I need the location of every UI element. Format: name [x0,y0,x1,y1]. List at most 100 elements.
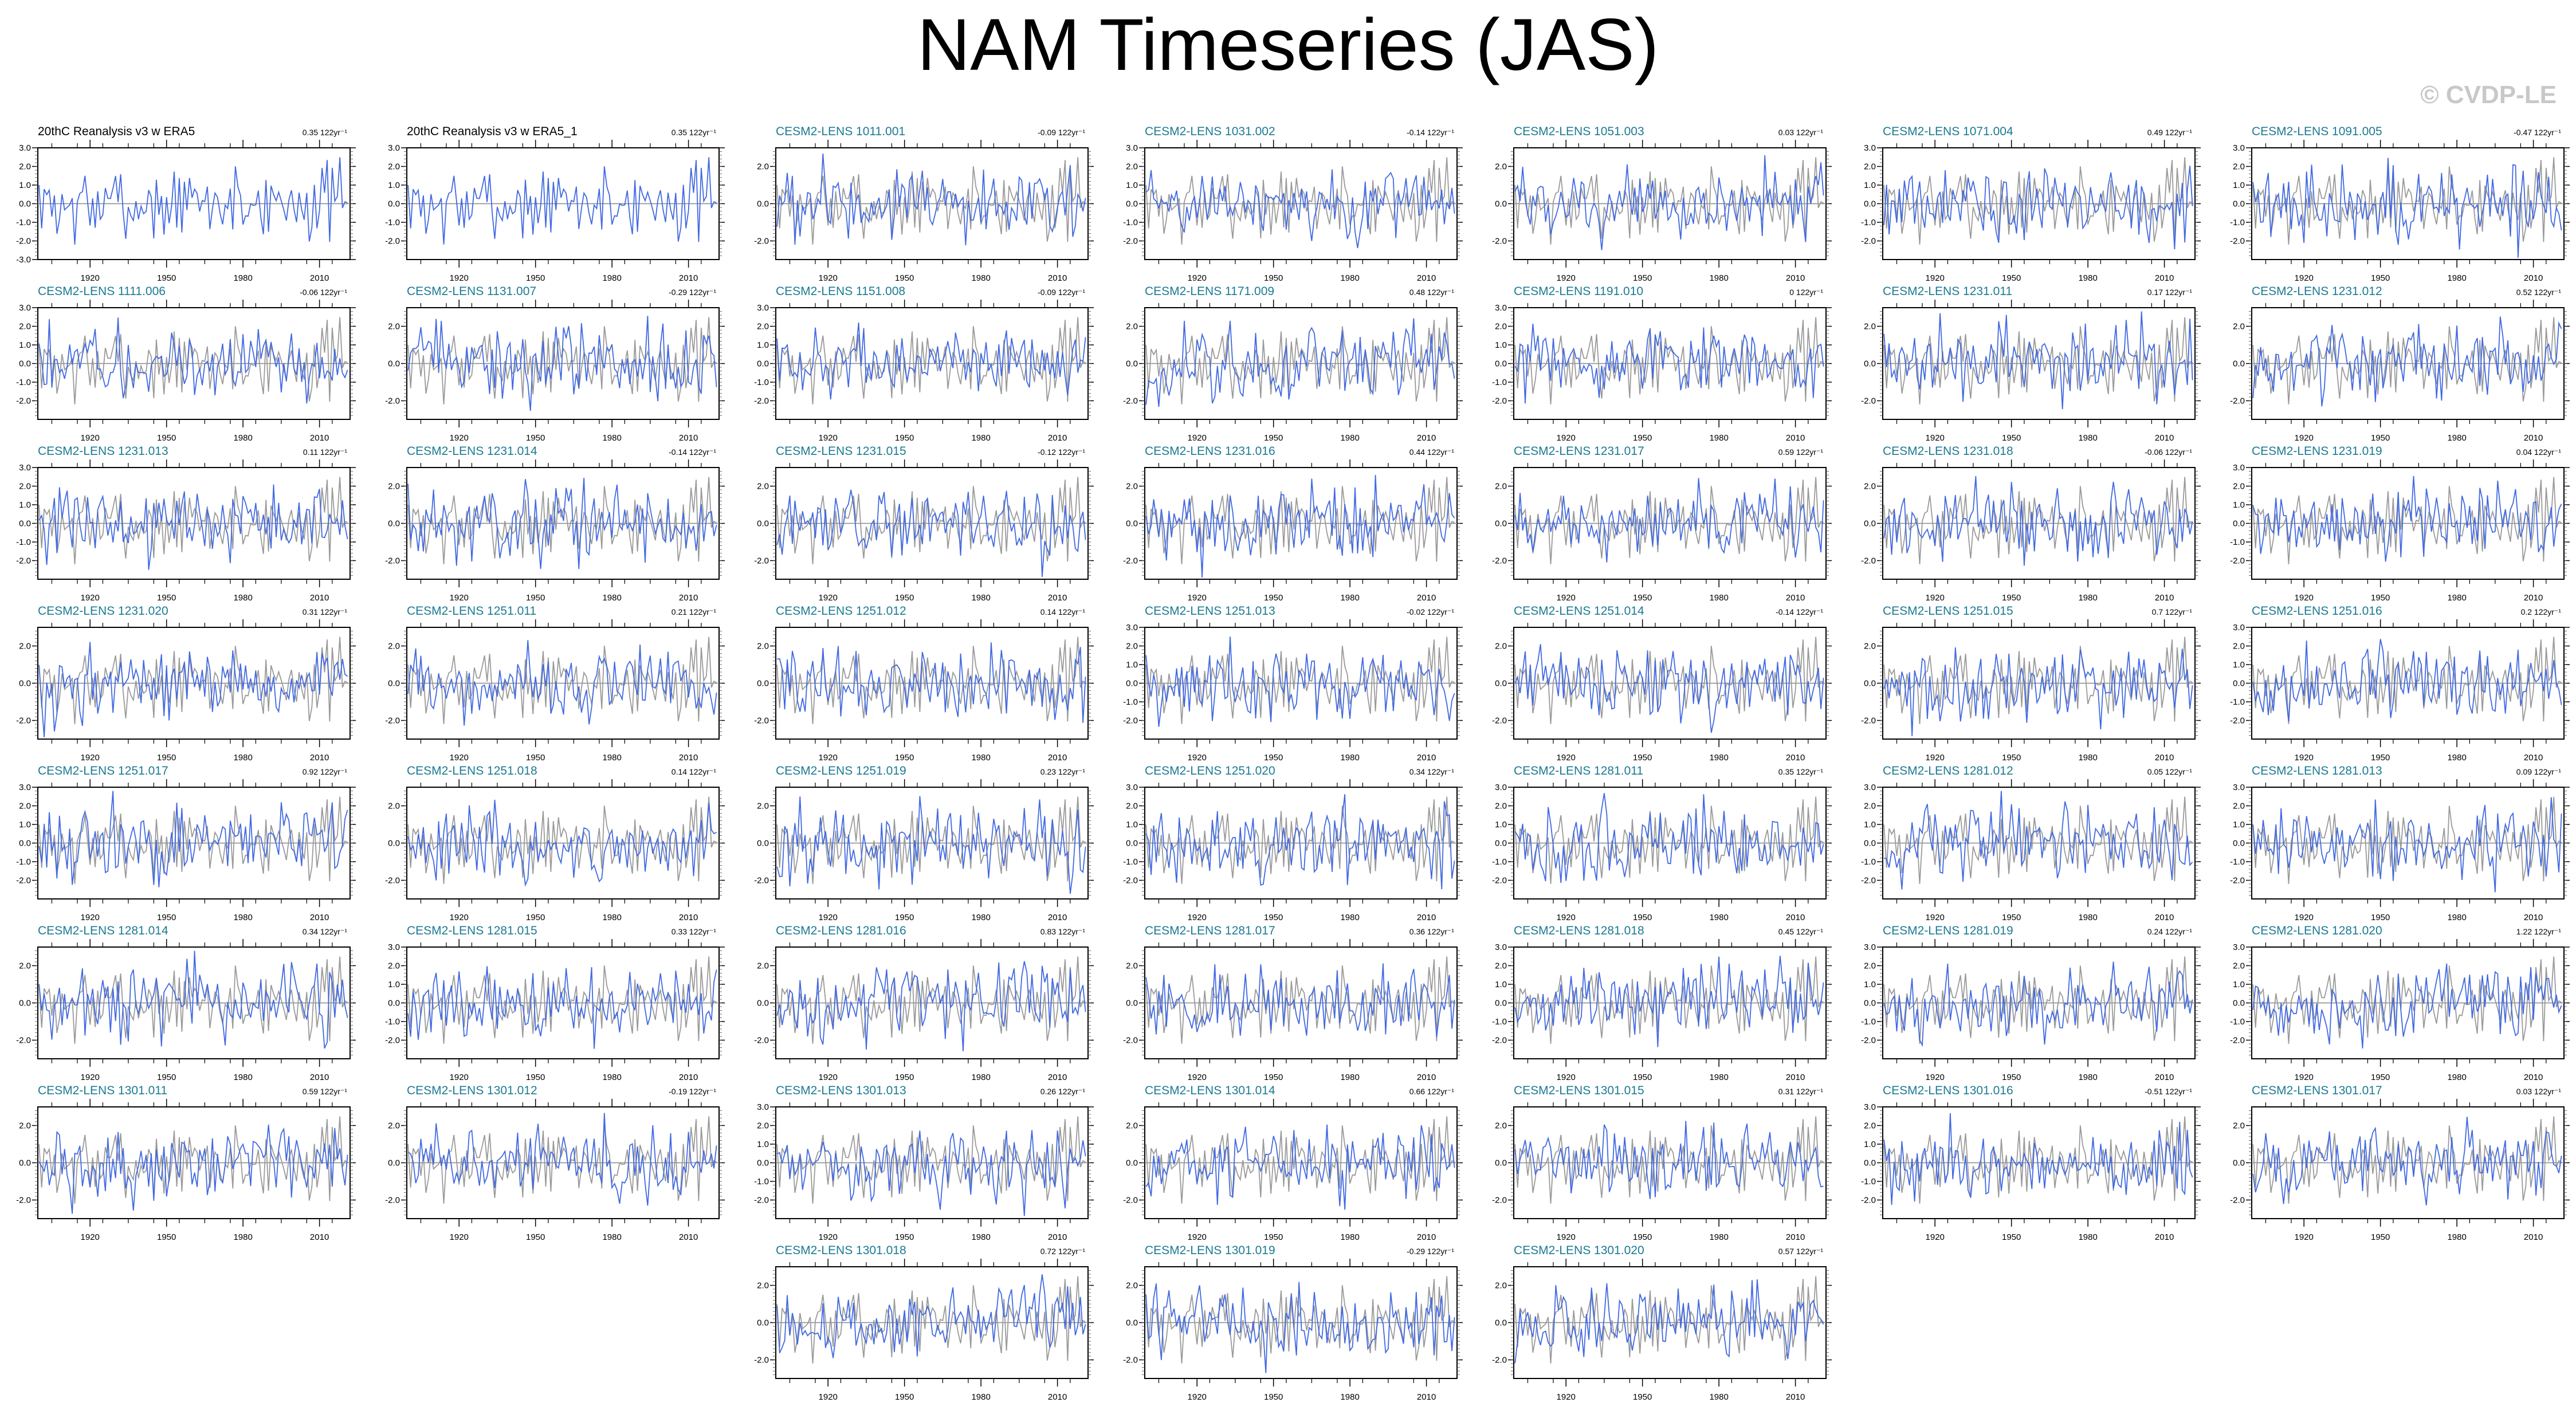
y-tick-label: 1.0 [19,180,31,190]
y-tick-label: -2.0 [1861,1036,1876,1046]
y-tick-label: 1.0 [2233,660,2245,670]
x-tick-label: 1980 [1709,433,1728,443]
panel-title: CESM2-LENS 1281.011 [1514,764,1643,777]
observed-series-line [39,158,347,245]
panel-title: CESM2-LENS 1191.010 [1514,285,1643,298]
y-tick-label: 0.0 [1864,519,1876,529]
y-tick-label: -1.0 [16,378,31,387]
x-tick-label: 2010 [1048,273,1067,283]
y-tick-label: 0.0 [1126,359,1138,369]
y-tick-label: -1.0 [1123,697,1138,707]
y-tick-label: 1.0 [2233,980,2245,989]
y-tick-label: 3.0 [2233,463,2245,473]
x-tick-label: 2010 [1786,433,1805,443]
model-series-line [777,642,1085,722]
observed-series-line [408,637,716,724]
y-tick-label: -2.0 [1861,716,1876,726]
x-tick-label: 1980 [233,753,252,763]
model-series-line [777,323,1085,399]
panel-title: CESM2-LENS 1251.012 [776,604,906,618]
y-tick-label: 0.0 [19,199,31,209]
y-tick-label: 1.0 [1126,180,1138,190]
x-tick-label: 1920 [2295,753,2314,763]
y-tick-label: -2.0 [754,876,769,886]
x-tick-label: 2010 [1417,433,1436,443]
y-tick-label: -2.0 [754,237,769,246]
x-tick-label: 1980 [2447,593,2466,603]
y-tick-label: 1.0 [1495,980,1507,989]
x-tick-label: 1950 [1633,273,1652,283]
x-tick-label: 1920 [819,1073,838,1082]
y-tick-label: 2.0 [19,961,31,971]
y-tick-label: 0.0 [388,199,400,209]
x-tick-label: 1950 [526,753,545,763]
y-tick-label: -2.0 [385,716,400,726]
x-tick-label: 1950 [895,753,914,763]
y-tick-label: -2.0 [16,396,31,406]
panel-title: CESM2-LENS 1031.002 [1145,125,1275,138]
panel-trend: 0.35 122yr⁻¹ [303,128,348,137]
model-series-line [408,800,716,885]
y-tick-label: -2.0 [1123,237,1138,246]
y-tick-label: 2.0 [1864,162,1876,172]
y-tick-label: -1.0 [1492,378,1507,387]
y-tick-label: 2.0 [757,482,769,492]
y-tick-label: -1.0 [2230,537,2245,547]
y-tick-label: 2.0 [2233,322,2245,332]
y-tick-label: 2.0 [1495,162,1507,172]
y-tick-label: -2.0 [1123,876,1138,886]
panel-title: CESM2-LENS 1111.006 [38,285,166,298]
x-tick-label: 1950 [1264,593,1283,603]
x-tick-label: 1920 [1188,913,1207,922]
x-tick-label: 2010 [1786,753,1805,763]
y-tick-label: 2.0 [19,482,31,492]
y-tick-label: 0.0 [2233,199,2245,209]
x-tick-label: 1920 [450,273,469,283]
y-tick-label: -2.0 [1861,556,1876,566]
x-tick-label: 2010 [1048,593,1067,603]
x-tick-label: 1980 [1709,273,1728,283]
x-tick-label: 1920 [1188,433,1207,443]
x-tick-label: 1980 [2447,1073,2466,1082]
x-tick-label: 1950 [157,753,176,763]
x-tick-label: 1980 [602,1232,621,1242]
y-tick-label: 2.0 [19,642,31,651]
x-tick-label: 1980 [971,273,990,283]
panel-trend: 0.2 122yr⁻¹ [2521,607,2562,616]
x-tick-label: 1950 [895,433,914,443]
x-tick-label: 2010 [1048,913,1067,922]
y-tick-label: 1.0 [19,820,31,830]
y-tick-label: -2.0 [385,1196,400,1205]
panel-trend: -0.47 122yr⁻¹ [2514,128,2561,137]
y-tick-label: 0.0 [1126,679,1138,689]
panel-title: CESM2-LENS 1301.011 [38,1084,167,1097]
x-tick-label: 1980 [233,913,252,922]
y-tick-label: 3.0 [1126,783,1138,792]
x-tick-label: 1920 [450,753,469,763]
x-tick-label: 1950 [2002,913,2021,922]
observed-series-line [39,797,347,884]
observed-series-line [1515,317,1823,404]
y-tick-label: 0.0 [1495,199,1507,209]
panel-title: CESM2-LENS 1251.013 [1145,604,1275,618]
x-tick-label: 1950 [895,273,914,283]
x-tick-label: 1920 [1188,753,1207,763]
y-tick-label: -1.0 [2230,218,2245,227]
x-tick-label: 1950 [157,913,176,922]
y-tick-label: 2.0 [1126,322,1138,332]
x-tick-label: 1980 [602,593,621,603]
y-tick-label: 0.0 [1864,359,1876,369]
y-tick-label: 0.0 [757,839,769,849]
y-tick-label: -2.0 [16,1196,31,1205]
x-tick-label: 1980 [971,1073,990,1082]
x-tick-label: 1980 [1340,433,1359,443]
y-tick-label: 1.0 [19,340,31,350]
y-tick-label: 0.0 [1126,199,1138,209]
